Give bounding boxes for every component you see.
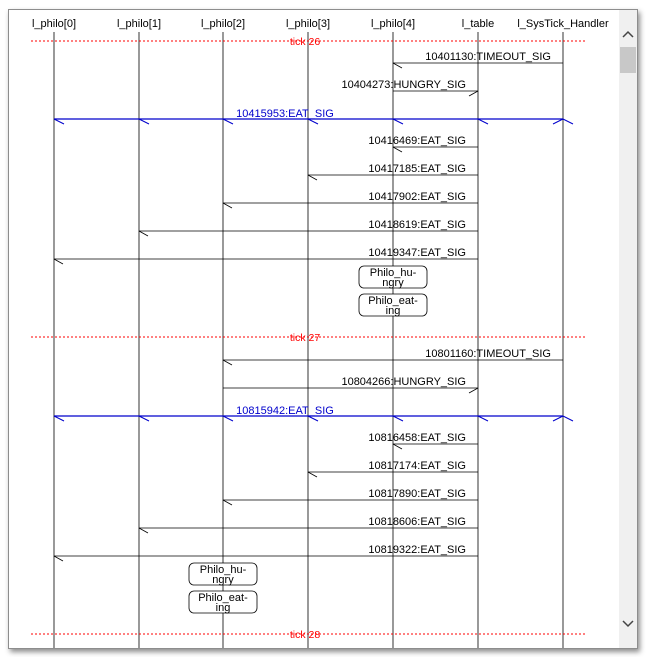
broadcast-arrowhead: [552, 118, 564, 125]
state-label: ing: [216, 602, 231, 614]
lifeline-header: l_philo[1]: [117, 18, 161, 30]
broadcast-arrowhead: [477, 118, 489, 125]
state-label: ing: [386, 305, 401, 317]
message-arrowhead: [468, 90, 479, 97]
broadcast-arrowhead: [138, 118, 150, 125]
tick-label: tick 28: [290, 629, 321, 641]
message-arrowhead: [53, 555, 64, 562]
scroll-down-button[interactable]: [619, 615, 637, 633]
broadcast-arrowhead: [392, 415, 404, 422]
message-label: 10817890:EAT_SIG: [368, 488, 466, 500]
message-arrowhead: [222, 359, 233, 366]
message-arrowhead: [222, 202, 233, 209]
message-label: 10418619:EAT_SIG: [368, 219, 466, 231]
message-label: 10401130:TIMEOUT_SIG: [425, 51, 551, 63]
lifeline-header: l_table: [462, 18, 494, 30]
broadcast-arrowhead: [477, 415, 489, 422]
lifeline-header: l_philo[3]: [286, 18, 330, 30]
chevron-down-icon: [622, 620, 634, 628]
message-label: 10404273:HUNGRY_SIG: [341, 79, 466, 91]
broadcast-arrowhead: [307, 118, 319, 125]
lifeline-header: l_philo[2]: [201, 18, 245, 30]
message-label: 10817174:EAT_SIG: [368, 460, 466, 472]
message-arrowhead: [392, 443, 403, 450]
sequence-diagram-window: l_philo[0] l_philo[1] l_philo[2] l_philo[3]…: [8, 9, 638, 649]
message-label: 10417902:EAT_SIG: [368, 191, 466, 203]
chevron-up-icon: [622, 30, 634, 38]
state-label: Philo_eat-: [198, 592, 248, 604]
lifeline-header: l_SysTick_Handler: [517, 18, 609, 30]
broadcast-arrowhead: [562, 118, 574, 125]
message-arrowhead: [392, 146, 403, 153]
state-label: Philo_hu-: [370, 267, 417, 279]
message-label: 10804266:HUNGRY_SIG: [341, 376, 466, 388]
broadcast-arrowhead: [307, 415, 319, 422]
message-label: 10816458:EAT_SIG: [368, 432, 466, 444]
message-arrowhead: [392, 62, 403, 69]
state-box: [188, 590, 258, 614]
tick-label: tick 27: [290, 332, 321, 344]
broadcast-arrowhead: [222, 415, 234, 422]
vertical-scrollbar[interactable]: [619, 10, 637, 648]
message-label: 10815942:EAT_SIG: [236, 405, 334, 417]
broadcast-arrowhead: [222, 118, 234, 125]
broadcast-arrowhead: [392, 118, 404, 125]
broadcast-arrowhead: [552, 415, 564, 422]
message-arrowhead: [307, 174, 318, 181]
message-label: 10419347:EAT_SIG: [368, 247, 466, 259]
message-arrowhead: [138, 230, 149, 237]
tick-label: tick 26: [290, 36, 321, 48]
broadcast-arrowhead: [53, 415, 65, 422]
broadcast-arrowhead: [562, 415, 574, 422]
message-label: 10415953:EAT_SIG: [236, 108, 334, 120]
scroll-up-button[interactable]: [619, 25, 637, 43]
sequence-diagram: l_philo[0] l_philo[1] l_philo[2] l_philo[3]…: [31, 18, 609, 648]
message-arrowhead: [222, 499, 233, 506]
scroll-thumb[interactable]: [620, 47, 636, 73]
message-label: 10801160:TIMEOUT_SIG: [425, 348, 551, 360]
message-arrowhead: [307, 471, 318, 478]
state-label: ngry: [382, 277, 404, 289]
diagram-canvas: l_philo[0] l_philo[1] l_philo[2] l_philo[3]…: [9, 10, 619, 648]
broadcast-arrowhead: [53, 118, 65, 125]
state-box: [358, 265, 428, 289]
message-label: 10417185:EAT_SIG: [368, 163, 466, 175]
message-label: 10819322:EAT_SIG: [368, 544, 466, 556]
state-box: [188, 562, 258, 586]
message-label: 10416469:EAT_SIG: [368, 135, 466, 147]
message-label: 10818606:EAT_SIG: [368, 516, 466, 528]
message-arrowhead: [468, 387, 479, 394]
lifeline-header: l_philo[0]: [32, 18, 76, 30]
message-arrowhead: [138, 527, 149, 534]
state-box: [358, 293, 428, 317]
state-label: ngry: [212, 574, 234, 586]
lifeline-header: l_philo[4]: [371, 18, 415, 30]
broadcast-arrowhead: [138, 415, 150, 422]
message-arrowhead: [53, 258, 64, 265]
state-label: Philo_eat-: [368, 295, 418, 307]
state-label: Philo_hu-: [200, 564, 247, 576]
